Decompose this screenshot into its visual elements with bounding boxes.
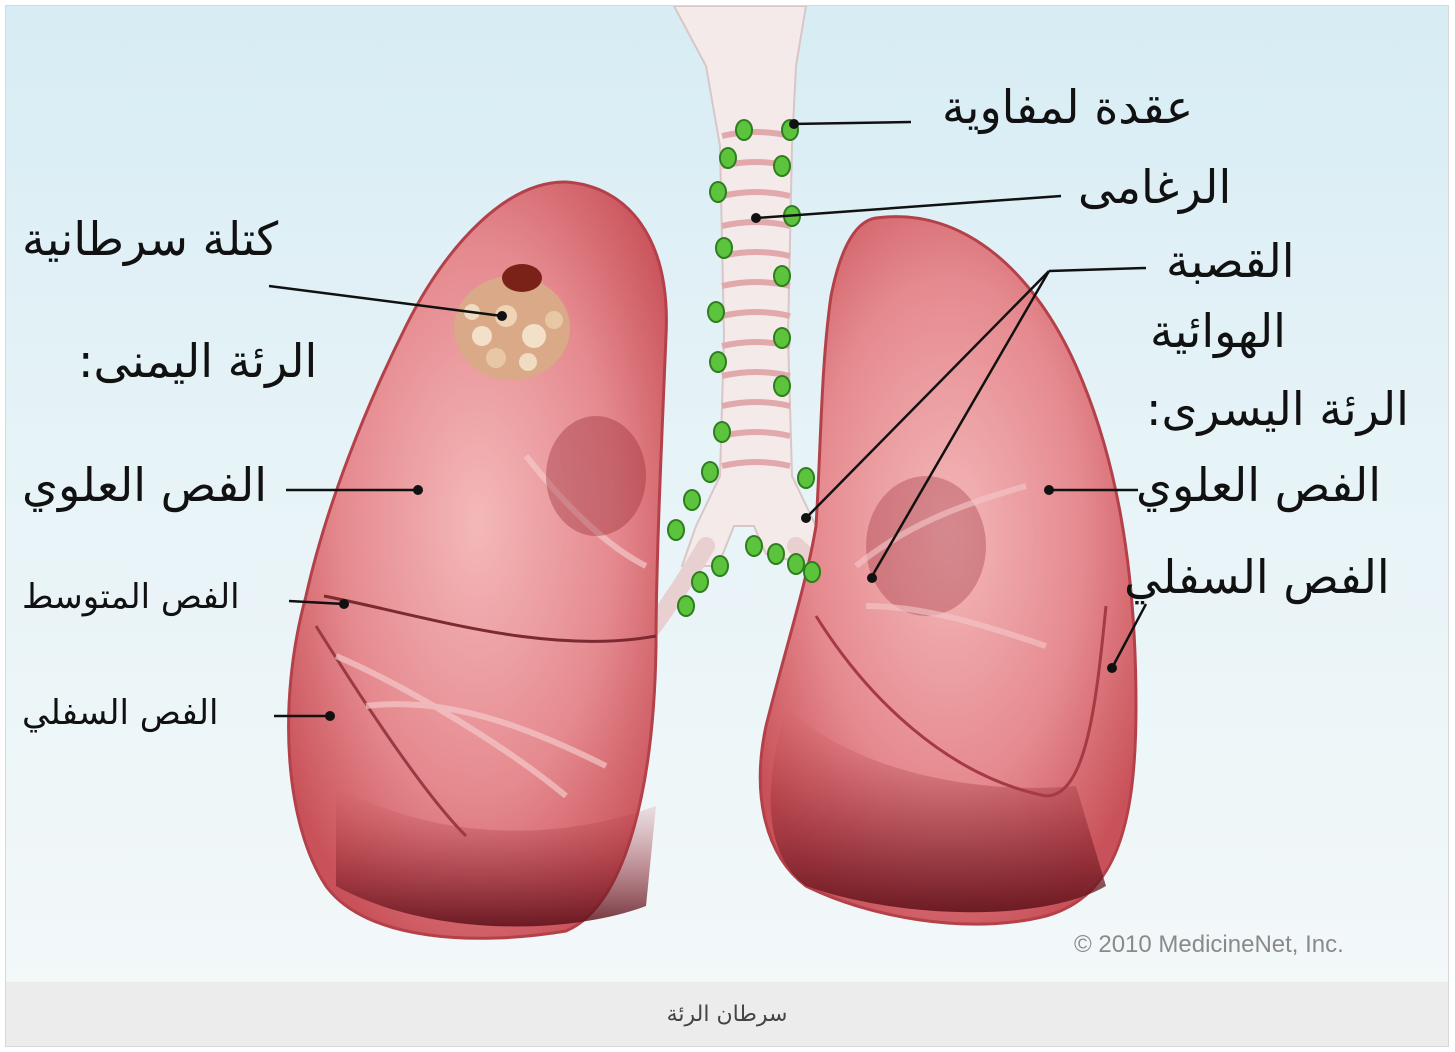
label-right-upper-lobe: الفص العلوي: [22, 462, 267, 508]
trachea: [674, 6, 816, 566]
lung-cancer-diagram: عقدة لمفاوية الرغامى القصبة الهوائية الر…: [6, 6, 1448, 982]
label-left-upper-lobe: الفص العلوي: [1136, 462, 1381, 508]
label-tumor: كتلة سرطانية: [22, 216, 278, 262]
label-left-lower-lobe: الفص السفلي: [1124, 554, 1390, 600]
label-right-middle-lobe: الفص المتوسط: [22, 580, 240, 614]
label-right-lung-title: الرئة اليمنى:: [78, 338, 317, 384]
caption-bar: سرطان الرئة: [6, 982, 1448, 1046]
label-lymph-node: عقدة لمفاوية: [942, 84, 1193, 130]
label-left-lung-title: الرئة اليسرى:: [1146, 386, 1409, 432]
label-bronchus-line2: الهوائية: [1150, 308, 1286, 354]
label-bronchus-line1: القصبة: [1166, 238, 1295, 284]
copyright-notice: © 2010 MedicineNet, Inc.: [1074, 931, 1344, 959]
label-trachea: الرغامى: [1078, 164, 1231, 210]
figure-caption: سرطان الرئة: [6, 1002, 1448, 1027]
label-right-lower-lobe: الفص السفلي: [22, 696, 218, 730]
